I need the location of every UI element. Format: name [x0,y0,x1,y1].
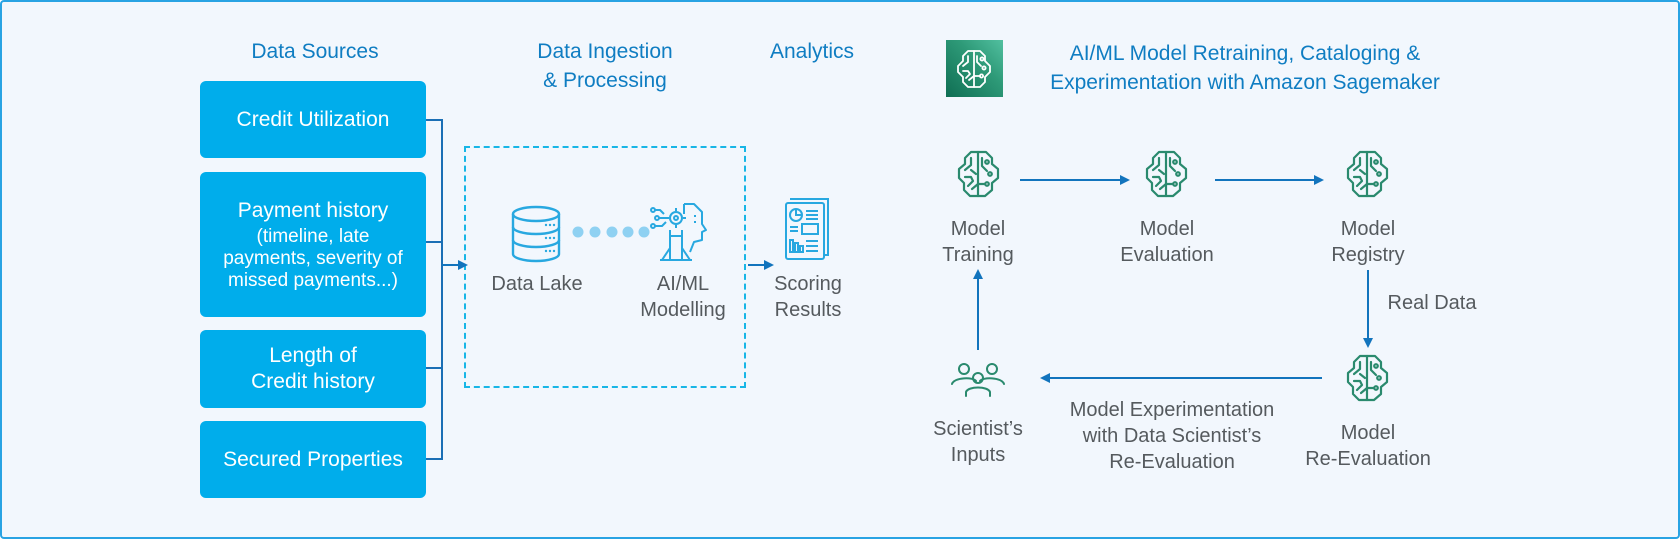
aiml-modelling-label-line2: Modelling [640,299,726,321]
source-credit-utilization-label: Credit Utilization [236,107,390,131]
heading-data-ingestion: Data Ingestion & Processing [505,37,705,95]
heading-sagemaker-line1: AI/ML Model Retraining, Cataloging & [1069,42,1421,65]
heading-analytics: Analytics [769,40,855,63]
model-registry-label-line2: Registry [1331,244,1405,266]
model-re-evaluation-brain-icon [1346,354,1389,402]
model-training-label: Model Training [942,216,1014,268]
source-credit-history-length-line1: Length of [269,344,357,367]
source-payment-history-detail-3: missed payments...) [228,269,398,291]
aiml-modelling-label: AI/ML Modelling [640,271,726,323]
model-training-label-line2: Training [942,244,1014,266]
people-group-icon [951,363,1005,397]
source-payment-history-detail-1: (timeline, late [256,225,370,247]
sagemaker-logo [946,40,1003,97]
data-lake-label: Data Lake [491,273,583,295]
model-re-evaluation-label-line2: Re-Evaluation [1305,448,1431,470]
real-data-label: Real Data [1387,292,1477,314]
scoring-results-label: Scoring Results [774,271,842,323]
model-evaluation-label-line1: Model [1139,218,1195,240]
brain-icon [957,50,991,88]
heading-data-ingestion-line2: & Processing [543,69,667,92]
report-icon [785,198,829,260]
flow-dot [606,226,618,238]
experimentation-label: Model Experimentation with Data Scientis… [1070,397,1275,475]
source-secured-properties-label: Secured Properties [223,447,403,471]
aiml-modelling-label-line1: AI/ML [656,273,710,295]
scoring-results-label-line2: Results [774,299,842,321]
database-icon [511,205,561,263]
heading-data-ingestion-line1: Data Ingestion [537,40,673,63]
flow-dot [589,226,601,238]
flow-dot [572,226,584,238]
flow-dot [638,226,650,238]
source-credit-history-length-line2: Credit history [251,370,375,393]
model-registry-label: Model Registry [1331,216,1404,268]
heading-data-sources: Data Sources [251,40,379,63]
scoring-results-label-line1: Scoring [774,273,842,295]
flow-dot [622,226,634,238]
ai-robot-icon [650,203,707,261]
experimentation-label-line1: Model Experimentation [1069,399,1275,421]
model-evaluation-brain-icon [1145,150,1188,198]
heading-sagemaker-line2: Experimentation with Amazon Sagemaker [1050,71,1440,94]
experimentation-label-line3: Re-Evaluation [1109,451,1235,473]
sources-bracket [426,119,443,460]
model-evaluation-label: Model Evaluation [1120,216,1213,268]
experimentation-label-line2: with Data Scientist’s [1082,425,1262,447]
heading-sagemaker: AI/ML Model Retraining, Cataloging & Exp… [1010,39,1480,97]
scientist-inputs-label: Scientist’s Inputs [933,416,1023,468]
source-credit-history-length: Length of Credit history [200,330,426,408]
scientist-inputs-label-line2: Inputs [950,444,1006,466]
source-payment-history-detail-2: payments, severity of [223,247,403,269]
model-training-label-line1: Model [950,218,1006,240]
source-payment-history-label: Payment history [237,198,389,222]
source-payment-history: Payment history (timeline, late payments… [200,172,426,317]
data-flow-dots [572,226,650,238]
source-secured-properties: Secured Properties [200,421,426,498]
scientist-inputs-label-line1: Scientist’s [933,418,1023,440]
model-re-evaluation-label: Model Re-Evaluation [1305,420,1431,472]
source-credit-utilization: Credit Utilization [200,81,426,158]
model-re-evaluation-label-line1: Model [1340,422,1396,444]
model-training-brain-icon [957,150,1000,198]
model-registry-label-line1: Model [1340,218,1396,240]
model-evaluation-label-line2: Evaluation [1120,244,1214,266]
model-registry-brain-icon [1346,150,1389,198]
